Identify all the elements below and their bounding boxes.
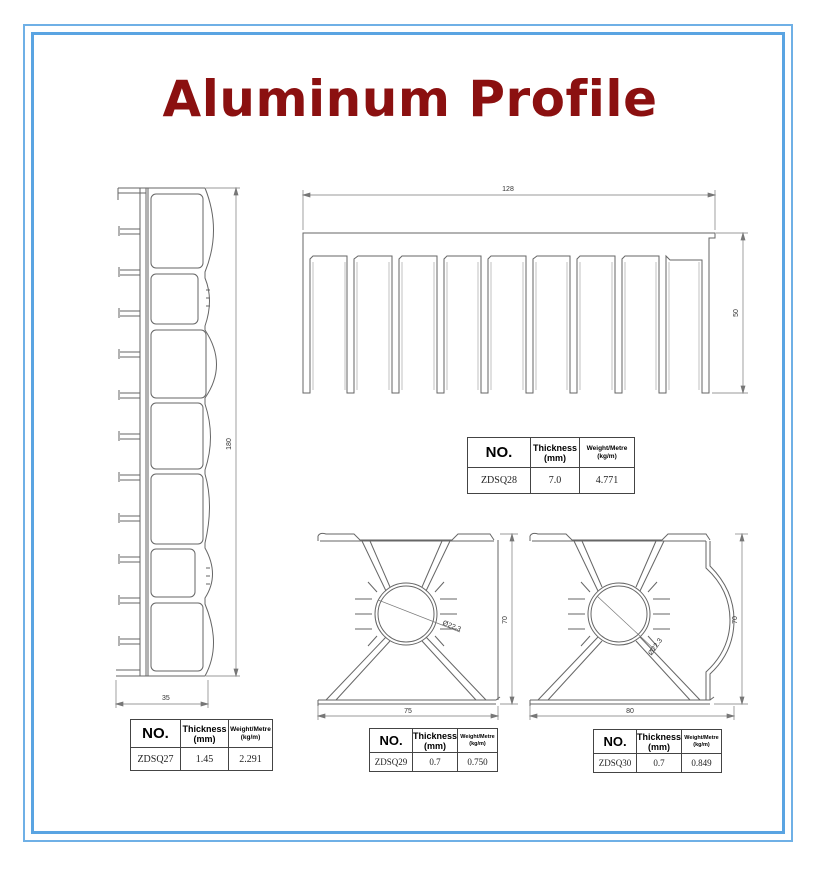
- header-no: NO.: [369, 728, 413, 753]
- zdsq27-height-label: 180: [226, 438, 233, 450]
- header-no: NO.: [130, 719, 181, 748]
- cell-thickness: 0.7: [411, 752, 459, 772]
- header-thickness: Thickness(mm): [411, 728, 459, 753]
- spec-table-zdsq27: NO. Thickness(mm) Weight/Metre(kg/m) ZDS…: [130, 719, 273, 771]
- zdsq29-width-label: 75: [404, 708, 412, 715]
- page-title: Aluminum Profile: [162, 70, 658, 128]
- inner-frame: [31, 32, 785, 834]
- cell-weight: 4.771: [579, 467, 635, 494]
- header-weight: Weight/Metre(kg/m): [579, 437, 635, 468]
- header-thickness: Thickness(mm): [530, 437, 580, 468]
- cell-thickness: 1.45: [180, 747, 229, 771]
- spec-table-zdsq30: NO. Thickness(mm) Weight/Metre(kg/m) ZDS…: [593, 729, 722, 773]
- zdsq27-width-label: 35: [162, 695, 170, 702]
- zdsq28-width-label: 128: [502, 186, 514, 193]
- header-no: NO.: [593, 729, 637, 754]
- cell-thickness: 7.0: [530, 467, 580, 494]
- profile-zdsq28-drawing: [301, 190, 748, 395]
- header-weight: Weight/Metre(kg/m): [228, 719, 273, 748]
- cell-no: ZDSQ29: [369, 752, 413, 772]
- zdsq30-height-label: 70: [732, 616, 739, 624]
- profile-zdsq30-drawing: [528, 532, 748, 720]
- profile-zdsq29-drawing: [316, 532, 518, 720]
- profile-zdsq27-drawing: [114, 186, 240, 708]
- zdsq29-height-label: 70: [502, 616, 509, 624]
- outer-frame: [23, 24, 793, 842]
- cell-no: ZDSQ30: [593, 753, 637, 773]
- header-no: NO.: [467, 437, 531, 468]
- cell-thickness: 0.7: [635, 753, 683, 773]
- cell-no: ZDSQ28: [467, 467, 531, 494]
- zdsq29-diameter-label: Ø22.3: [441, 620, 461, 634]
- cell-weight: 0.849: [681, 753, 722, 773]
- cell-weight: 2.291: [228, 747, 273, 771]
- spec-table-zdsq28: NO. Thickness(mm) Weight/Metre(kg/m) ZDS…: [467, 437, 635, 494]
- header-weight: Weight/Metre(kg/m): [681, 729, 722, 754]
- header-thickness: Thickness(mm): [180, 719, 229, 748]
- cell-no: ZDSQ27: [130, 747, 181, 771]
- zdsq28-height-label: 50: [733, 309, 740, 317]
- cell-weight: 0.750: [457, 752, 498, 772]
- header-weight: Weight/Metre(kg/m): [457, 728, 498, 753]
- zdsq30-width-label: 80: [626, 708, 634, 715]
- header-thickness: Thickness(mm): [635, 729, 683, 754]
- spec-table-zdsq29: NO. Thickness(mm) Weight/Metre(kg/m) ZDS…: [369, 728, 498, 772]
